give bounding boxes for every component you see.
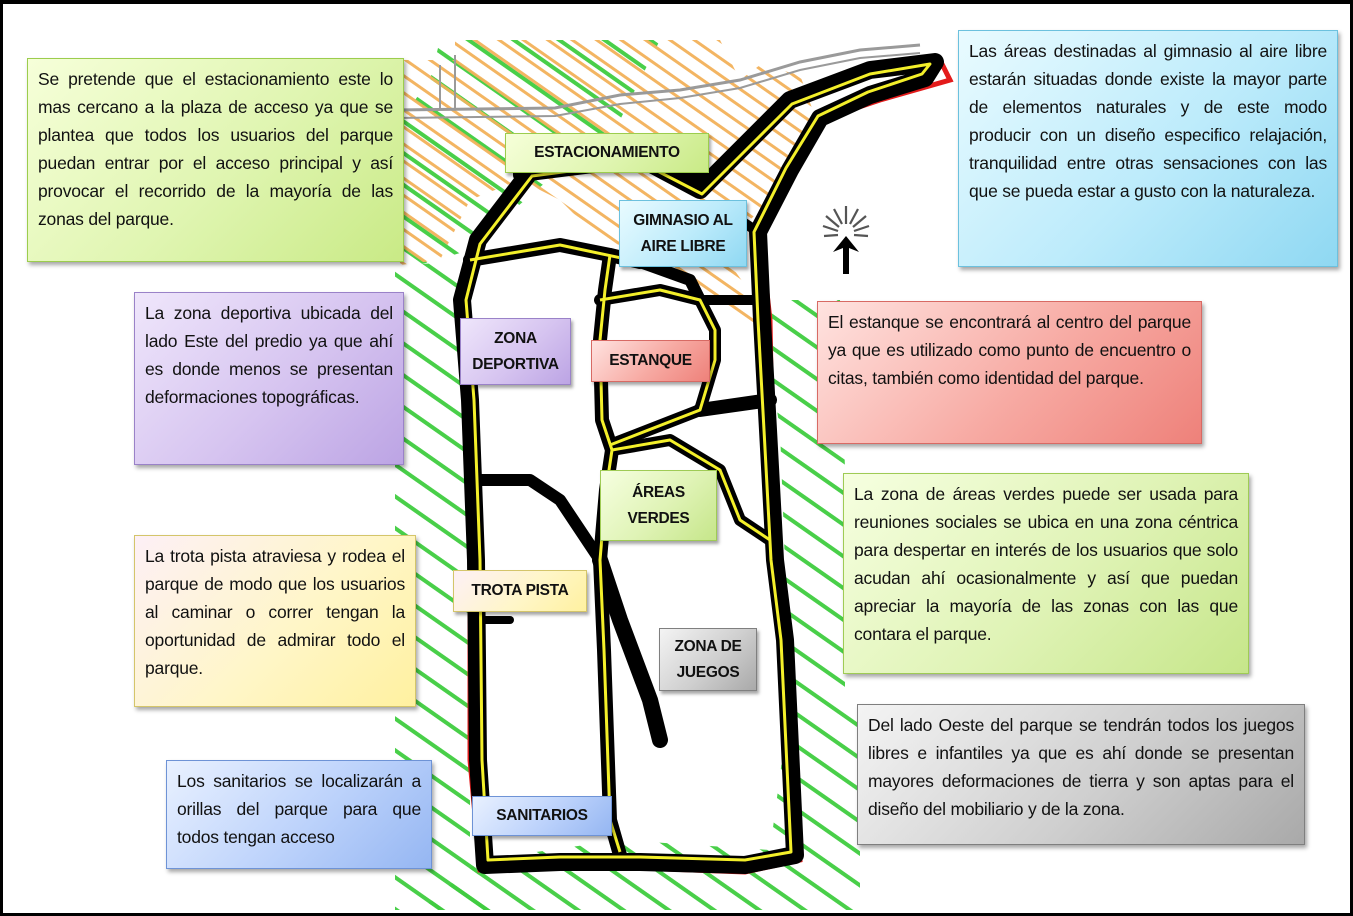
label-pond: ESTANQUE [591, 340, 710, 382]
label-jogging-track: TROTA PISTA [453, 570, 587, 612]
label-gym: GIMNASIO AL AIRE LIBRE [619, 200, 747, 267]
north-arrow-icon [822, 206, 870, 274]
note-jogging-track: La trota pista atraviesa y rodea el parq… [134, 535, 416, 707]
label-green-areas: ÁREAS VERDES [600, 470, 717, 541]
note-sanitary: Los sanitarios se localizarán a orillas … [166, 760, 432, 869]
label-games-zone: ZONA DE JUEGOS [659, 628, 757, 691]
label-sanitary: SANITARIOS [472, 796, 612, 836]
note-green-areas: La zona de áreas verdes puede ser usada … [843, 473, 1249, 674]
note-games-zone: Del lado Oeste del parque se tendrán tod… [857, 704, 1305, 845]
access-road [394, 43, 921, 119]
note-sports-zone: La zona deportiva ubicada del lado Este … [134, 292, 404, 465]
note-gym: Las áreas destinadas al gimnasio al aire… [958, 30, 1338, 267]
note-parking: Se pretende que el estacionamiento este … [27, 58, 404, 262]
label-sports-zone: ZONA DEPORTIVA [460, 318, 571, 385]
note-pond: El estanque se encontrará al centro del … [817, 301, 1202, 444]
label-parking: ESTACIONAMIENTO [505, 133, 709, 173]
